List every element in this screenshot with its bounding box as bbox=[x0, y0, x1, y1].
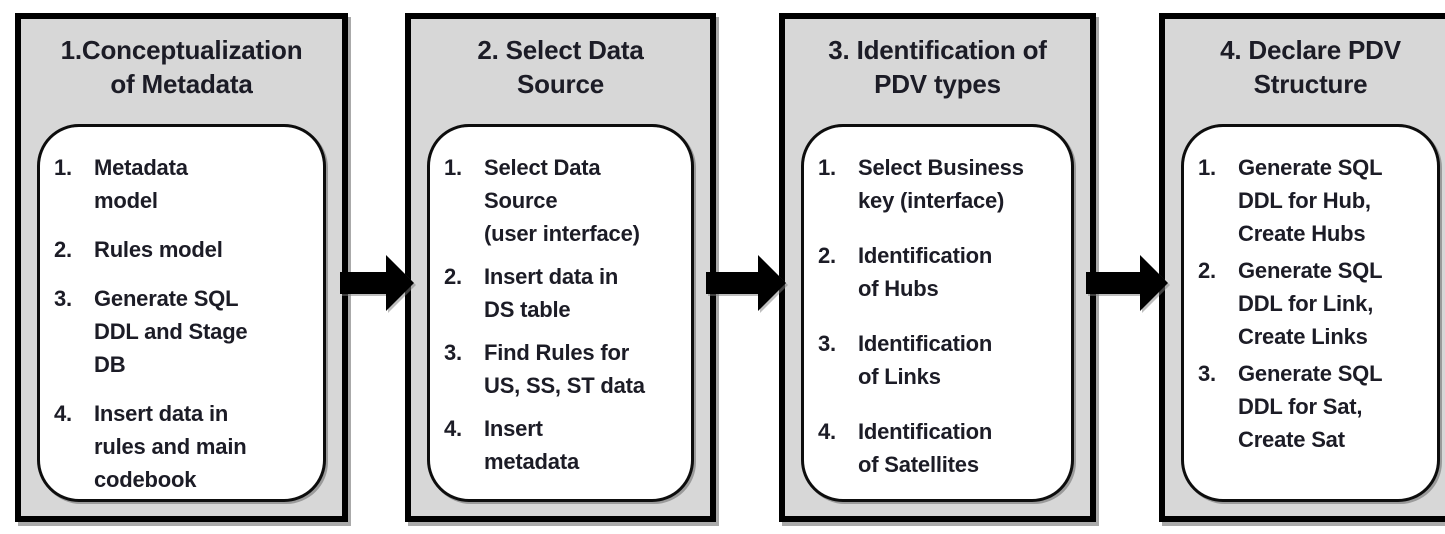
step-text: Rules model bbox=[94, 237, 223, 262]
stage-step: 1. Select Business key (interface) bbox=[818, 151, 1065, 217]
step-number: 2. bbox=[818, 243, 836, 268]
stage-title: 1.Conceptualization of Metadata bbox=[60, 35, 303, 99]
stage-panel: 1. Select Business key (interface) 2. Id… bbox=[801, 124, 1074, 502]
step-text: Generate SQL DDL and Stage DB bbox=[94, 286, 248, 377]
stage-title: 2. Select Data Source bbox=[477, 35, 644, 99]
stage-panel: 1. Select Data Source (user interface) 2… bbox=[427, 124, 694, 502]
step-number: 3. bbox=[444, 340, 462, 365]
stage-box: 4. Declare PDV Structure 1. Generate SQL… bbox=[1159, 13, 1445, 522]
step-number: 1. bbox=[54, 155, 72, 180]
step-text: Select Data Source (user interface) bbox=[484, 155, 640, 246]
step-number: 1. bbox=[1198, 155, 1216, 180]
step-number: 1. bbox=[444, 155, 462, 180]
stage-title: 3. Identification of PDV types bbox=[828, 35, 1047, 99]
stage-step: 3. Identification of Links bbox=[818, 327, 1065, 393]
stage-step: 2. Rules model bbox=[54, 233, 317, 266]
step-text: Insert data in DS table bbox=[484, 264, 619, 322]
step-text: Select Business key (interface) bbox=[858, 155, 1024, 213]
stage-step: 3. Generate SQL DDL and Stage DB bbox=[54, 282, 317, 381]
step-number: 2. bbox=[444, 264, 462, 289]
stage-step: 1. Generate SQL DDL for Hub, Create Hubs bbox=[1198, 151, 1431, 250]
step-number: 3. bbox=[818, 331, 836, 356]
stage-panel: 1. Generate SQL DDL for Hub, Create Hubs… bbox=[1181, 124, 1440, 502]
step-number: 2. bbox=[54, 237, 72, 262]
arrow-right-icon bbox=[758, 255, 786, 311]
stage-step: 4. Insert data in rules and main codeboo… bbox=[54, 397, 317, 496]
step-number: 2. bbox=[1198, 258, 1216, 283]
stage-box: 3. Identification of PDV types 1. Select… bbox=[779, 13, 1096, 522]
stage-step: 3. Find Rules for US, SS, ST data bbox=[444, 336, 685, 402]
arrow-shaft bbox=[1086, 272, 1142, 294]
stage-title: 4. Declare PDV Structure bbox=[1220, 35, 1401, 99]
stage-steps: 1. Select Data Source (user interface) 2… bbox=[430, 127, 691, 478]
stage-step: 2. Generate SQL DDL for Link, Create Lin… bbox=[1198, 254, 1431, 353]
arrow-shaft bbox=[706, 272, 760, 294]
step-number: 1. bbox=[818, 155, 836, 180]
stage-step: 4. Identification of Satellites bbox=[818, 415, 1065, 481]
step-number: 4. bbox=[444, 416, 462, 441]
stage-step: 3. Generate SQL DDL for Sat, Create Sat bbox=[1198, 357, 1431, 456]
step-text: Insert data in rules and main codebook bbox=[94, 401, 247, 492]
step-number: 3. bbox=[54, 286, 72, 311]
stage-box: 2. Select Data Source 1. Select Data Sou… bbox=[405, 13, 716, 522]
step-number: 4. bbox=[818, 419, 836, 444]
stage-steps: 1. Select Business key (interface) 2. Id… bbox=[804, 127, 1071, 481]
flow-arrow-2-3 bbox=[706, 255, 786, 311]
arrow-right-icon bbox=[1140, 255, 1168, 311]
step-text: Generate SQL DDL for Sat, Create Sat bbox=[1238, 361, 1383, 452]
arrow-shaft bbox=[340, 272, 388, 294]
stage-panel: 1. Metadata model 2. Rules model 3. Gene… bbox=[37, 124, 326, 502]
step-number: 4. bbox=[54, 401, 72, 426]
stage-steps: 1. Metadata model 2. Rules model 3. Gene… bbox=[40, 127, 323, 496]
step-text: Identification of Hubs bbox=[858, 243, 993, 301]
step-number: 3. bbox=[1198, 361, 1216, 386]
step-text: Insert metadata bbox=[484, 416, 579, 474]
stage-step: 1. Metadata model bbox=[54, 151, 317, 217]
stage-step: 4. Insert metadata bbox=[444, 412, 685, 478]
stage-steps: 1. Generate SQL DDL for Hub, Create Hubs… bbox=[1184, 127, 1437, 456]
step-text: Metadata model bbox=[94, 155, 188, 213]
step-text: Identification of Links bbox=[858, 331, 993, 389]
stage-box: 1.Conceptualization of Metadata 1. Metad… bbox=[15, 13, 348, 522]
stage-step: 2. Identification of Hubs bbox=[818, 239, 1065, 305]
flow-arrow-3-4 bbox=[1086, 255, 1168, 311]
step-text: Generate SQL DDL for Link, Create Links bbox=[1238, 258, 1383, 349]
arrow-right-icon bbox=[386, 255, 414, 311]
step-text: Find Rules for US, SS, ST data bbox=[484, 340, 645, 398]
flow-arrow-1-2 bbox=[340, 255, 414, 311]
stage-step: 2. Insert data in DS table bbox=[444, 260, 685, 326]
step-text: Generate SQL DDL for Hub, Create Hubs bbox=[1238, 155, 1383, 246]
stage-step: 1. Select Data Source (user interface) bbox=[444, 151, 685, 250]
step-text: Identification of Satellites bbox=[858, 419, 993, 477]
